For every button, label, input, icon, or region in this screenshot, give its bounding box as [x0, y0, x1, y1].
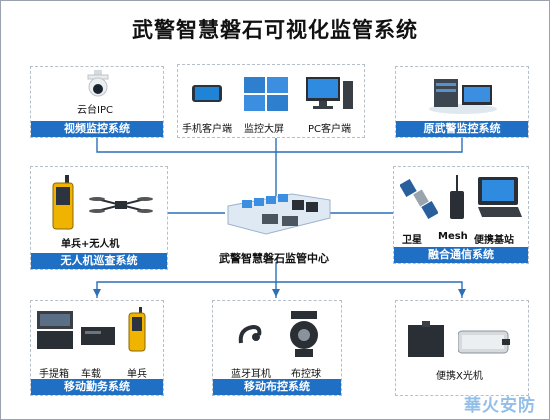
surveillance-ball-icon — [287, 311, 321, 363]
arrow-xray — [458, 289, 466, 297]
mesh-radio-icon — [448, 175, 466, 225]
uav-patrol-bar: 无人机巡查系统 — [31, 253, 167, 269]
case-terminal-icon — [37, 311, 73, 355]
converged-comm-box: 卫星 Mesh 便携基站 融合通信系统 — [393, 166, 529, 264]
video-monitoring-box: 云台IPC 视频监控系统 — [30, 66, 164, 138]
satellite-icon — [399, 177, 439, 225]
watermark: 華火安防 — [464, 396, 536, 416]
xray-panel-icon — [408, 321, 448, 365]
command-center-label: 武警智慧磐石监管中心 — [219, 252, 329, 265]
pc-icon — [306, 77, 354, 115]
arrow-deploy — [272, 289, 280, 297]
phone-icon — [192, 83, 222, 109]
handheld-terminal-icon — [51, 175, 75, 235]
legacy-system-box: 原武警监控系统 — [395, 66, 529, 138]
mobile-client-label: 手机客户端 — [182, 124, 232, 135]
mobile-deploy-bar: 移动布控系统 — [213, 379, 341, 395]
mesh-label: Mesh — [438, 231, 468, 242]
server-rack-icon — [428, 71, 498, 119]
video-monitoring-bar: 视频监控系统 — [31, 121, 163, 137]
vehicle-label: 车载 — [81, 369, 101, 380]
legacy-system-bar: 原武警监控系统 — [396, 121, 528, 137]
vehicle-terminal-icon — [81, 325, 115, 351]
top-bus-line — [96, 138, 463, 153]
bluetooth-earpiece-icon — [237, 323, 263, 351]
arrow-mobile — [93, 289, 101, 297]
drone-icon — [89, 189, 153, 225]
soldier-label: 单兵 — [127, 369, 147, 380]
mobile-duty-box: 手提箱 车载 单兵 移动勤务系统 — [30, 300, 164, 396]
xray-source-icon — [457, 325, 512, 363]
earpiece-label: 蓝牙耳机 — [231, 369, 271, 380]
ptz-camera-icon — [83, 70, 113, 102]
command-center-icon — [222, 186, 334, 252]
pc-client-label: PC客户端 — [308, 124, 352, 135]
xray-box: 便携X光机 — [395, 300, 529, 396]
case-label: 手提箱 — [39, 369, 69, 380]
client-box: 手机客户端 监控大屏 PC客户端 — [177, 64, 365, 138]
video-wall-icon — [244, 77, 288, 115]
rugged-laptop-icon — [478, 177, 522, 223]
mobile-duty-bar: 移动勤务系统 — [31, 379, 163, 395]
mobile-deploy-box: 蓝牙耳机 布控球 移动布控系统 — [212, 300, 342, 396]
satellite-label: 卫星 — [402, 235, 422, 246]
converged-comm-bar: 融合通信系统 — [394, 247, 528, 263]
portable-xray-label: 便携X光机 — [436, 371, 483, 382]
soldier-uav-label: 单兵+无人机 — [61, 239, 120, 250]
ptz-ipc-label: 云台IPC — [77, 105, 113, 116]
uav-patrol-box: 单兵+无人机 无人机巡查系统 — [30, 166, 168, 270]
diagram-title: 武警智慧磐石可视化监管系统 — [132, 18, 418, 42]
soldier-terminal-icon — [127, 307, 147, 357]
ball-label: 布控球 — [291, 369, 321, 380]
portable-base-station-label: 便携基站 — [474, 235, 514, 246]
video-wall-label: 监控大屏 — [244, 124, 284, 135]
